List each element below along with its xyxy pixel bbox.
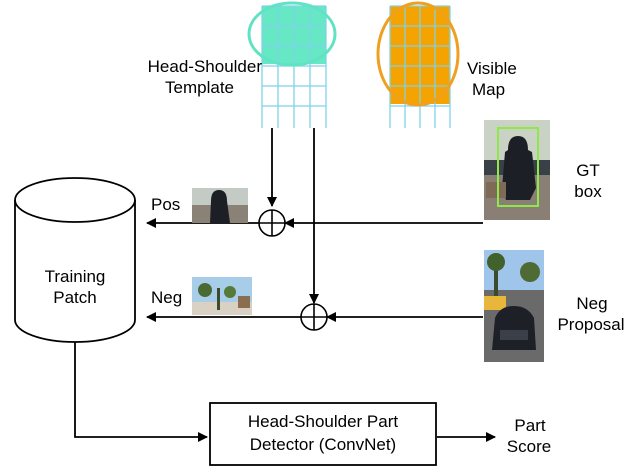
visible-map-label-line-1: Visible xyxy=(467,59,517,78)
head-shoulder-template-grid xyxy=(247,1,337,128)
visible-map-ellipse xyxy=(376,1,460,107)
pos-label: Pos xyxy=(151,195,181,214)
gt-label-line-2: box xyxy=(574,182,602,201)
detector-box xyxy=(209,402,437,466)
template-label-line-2: Template xyxy=(165,78,234,97)
detector-label-line-1: Head-Shoulder Part xyxy=(247,412,399,431)
pos-patch-photo xyxy=(192,188,248,223)
circle-plus-icon xyxy=(300,303,328,331)
template-ellipse xyxy=(247,1,337,67)
neg-patch-photo xyxy=(192,277,252,315)
gt-box-photo xyxy=(484,120,550,220)
part-score-label-line-1: Part xyxy=(514,416,546,435)
cylinder-to-detector-arrow xyxy=(74,342,208,442)
gt-label-line-1: GT xyxy=(576,161,600,180)
training-patch-label-line-2: Patch xyxy=(53,288,97,307)
neg-proposal-photo xyxy=(484,250,544,362)
part-score-label-line-2: Score xyxy=(506,437,552,456)
neg-proposal-label-line-1: Neg xyxy=(576,294,608,313)
visible-map-label-line-2: Map xyxy=(472,80,506,99)
circle-plus-icon xyxy=(258,209,286,237)
neg-proposal-label-line-2: Proposal xyxy=(557,315,625,334)
visible-map-grid xyxy=(376,1,460,128)
template-label-line-1: Head-Shoulder xyxy=(147,57,262,76)
detector-label-line-2: Detector (ConvNet) xyxy=(249,435,397,454)
neg-label: Neg xyxy=(151,288,183,307)
training-patch-cylinder xyxy=(14,177,136,343)
training-patch-label-line-1: Training xyxy=(44,267,106,286)
